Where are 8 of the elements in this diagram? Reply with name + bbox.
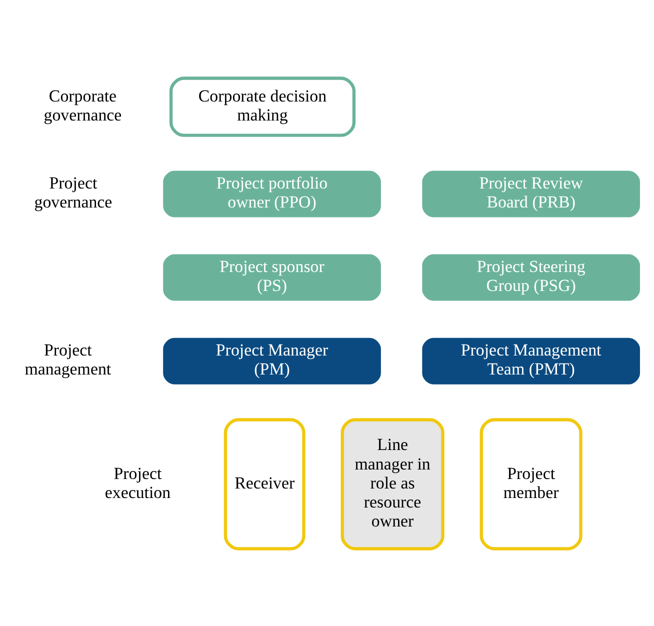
- label: Corporate governance: [44, 86, 122, 124]
- node-box: Corporate decision making: [169, 76, 356, 136]
- label: Project execution: [104, 463, 171, 502]
- label: Project management: [24, 340, 112, 378]
- node-box: Project member: [480, 418, 582, 550]
- node-box: Line manager in role as resource owner: [340, 418, 444, 550]
- node-box: Receiver: [224, 418, 306, 550]
- label: Project governance: [34, 173, 112, 212]
